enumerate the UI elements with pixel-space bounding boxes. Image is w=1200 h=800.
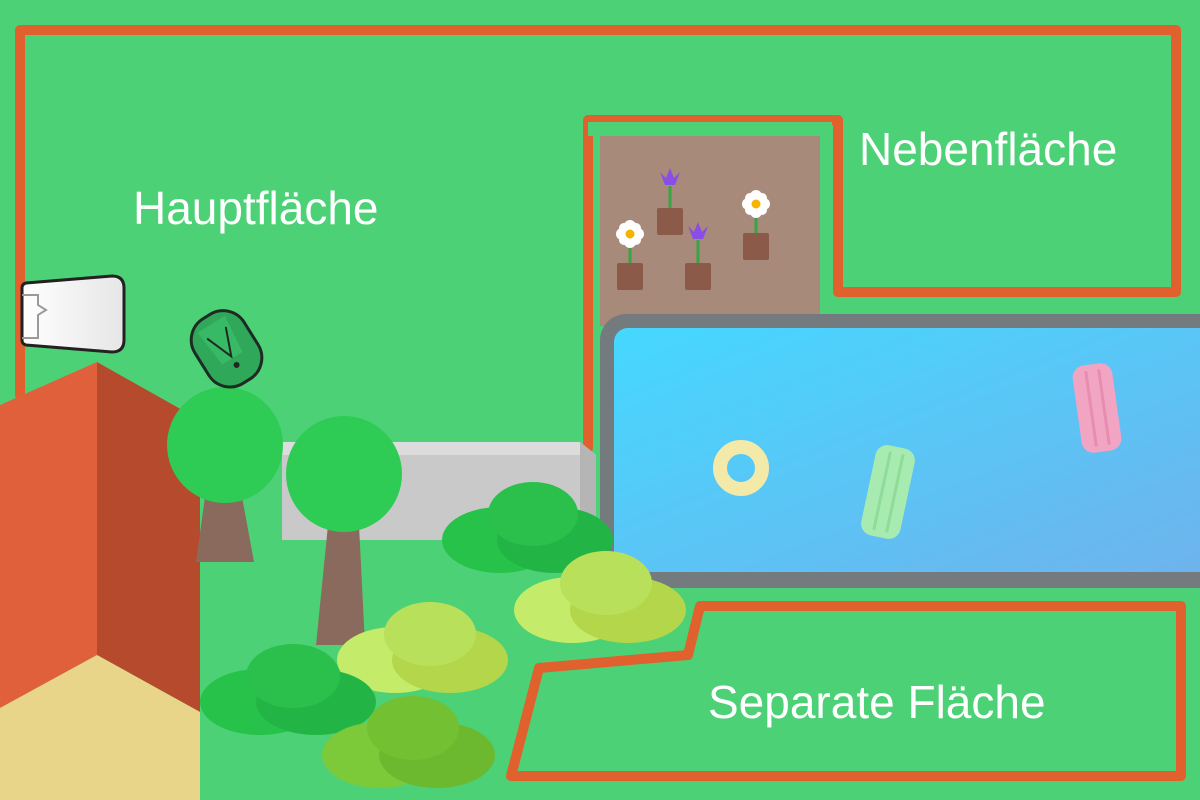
bush (337, 602, 508, 693)
main-boundary-wire (15, 25, 1181, 453)
tulip-flower-icon (688, 222, 708, 239)
flower-pot-3 (616, 220, 644, 290)
tulip-flower-icon (660, 168, 680, 185)
flowerbed-border (588, 122, 832, 136)
zone-label-main: Hauptfläche (133, 182, 379, 234)
tree-left (167, 387, 283, 562)
flower-pot-2 (742, 190, 770, 260)
pool (600, 314, 1200, 588)
swim-ring-icon (713, 440, 769, 496)
bush (322, 696, 495, 788)
daisy-flower-icon (616, 220, 644, 248)
zone-label-separate: Separate Fläche (708, 676, 1046, 728)
charging-station-icon (20, 274, 126, 354)
pool-float-icon (1072, 363, 1122, 453)
bush (200, 644, 376, 735)
pool-float-icon (861, 445, 915, 539)
daisy-flower-icon (742, 190, 770, 218)
separate-boundary-wire (506, 601, 1186, 781)
flower-pot-4 (685, 222, 711, 290)
bush (514, 551, 686, 643)
robot-mower-icon (189, 309, 264, 389)
zone-label-secondary: Nebenfläche (859, 123, 1117, 175)
tree-right (286, 416, 402, 645)
flower-pot-1 (657, 168, 683, 235)
